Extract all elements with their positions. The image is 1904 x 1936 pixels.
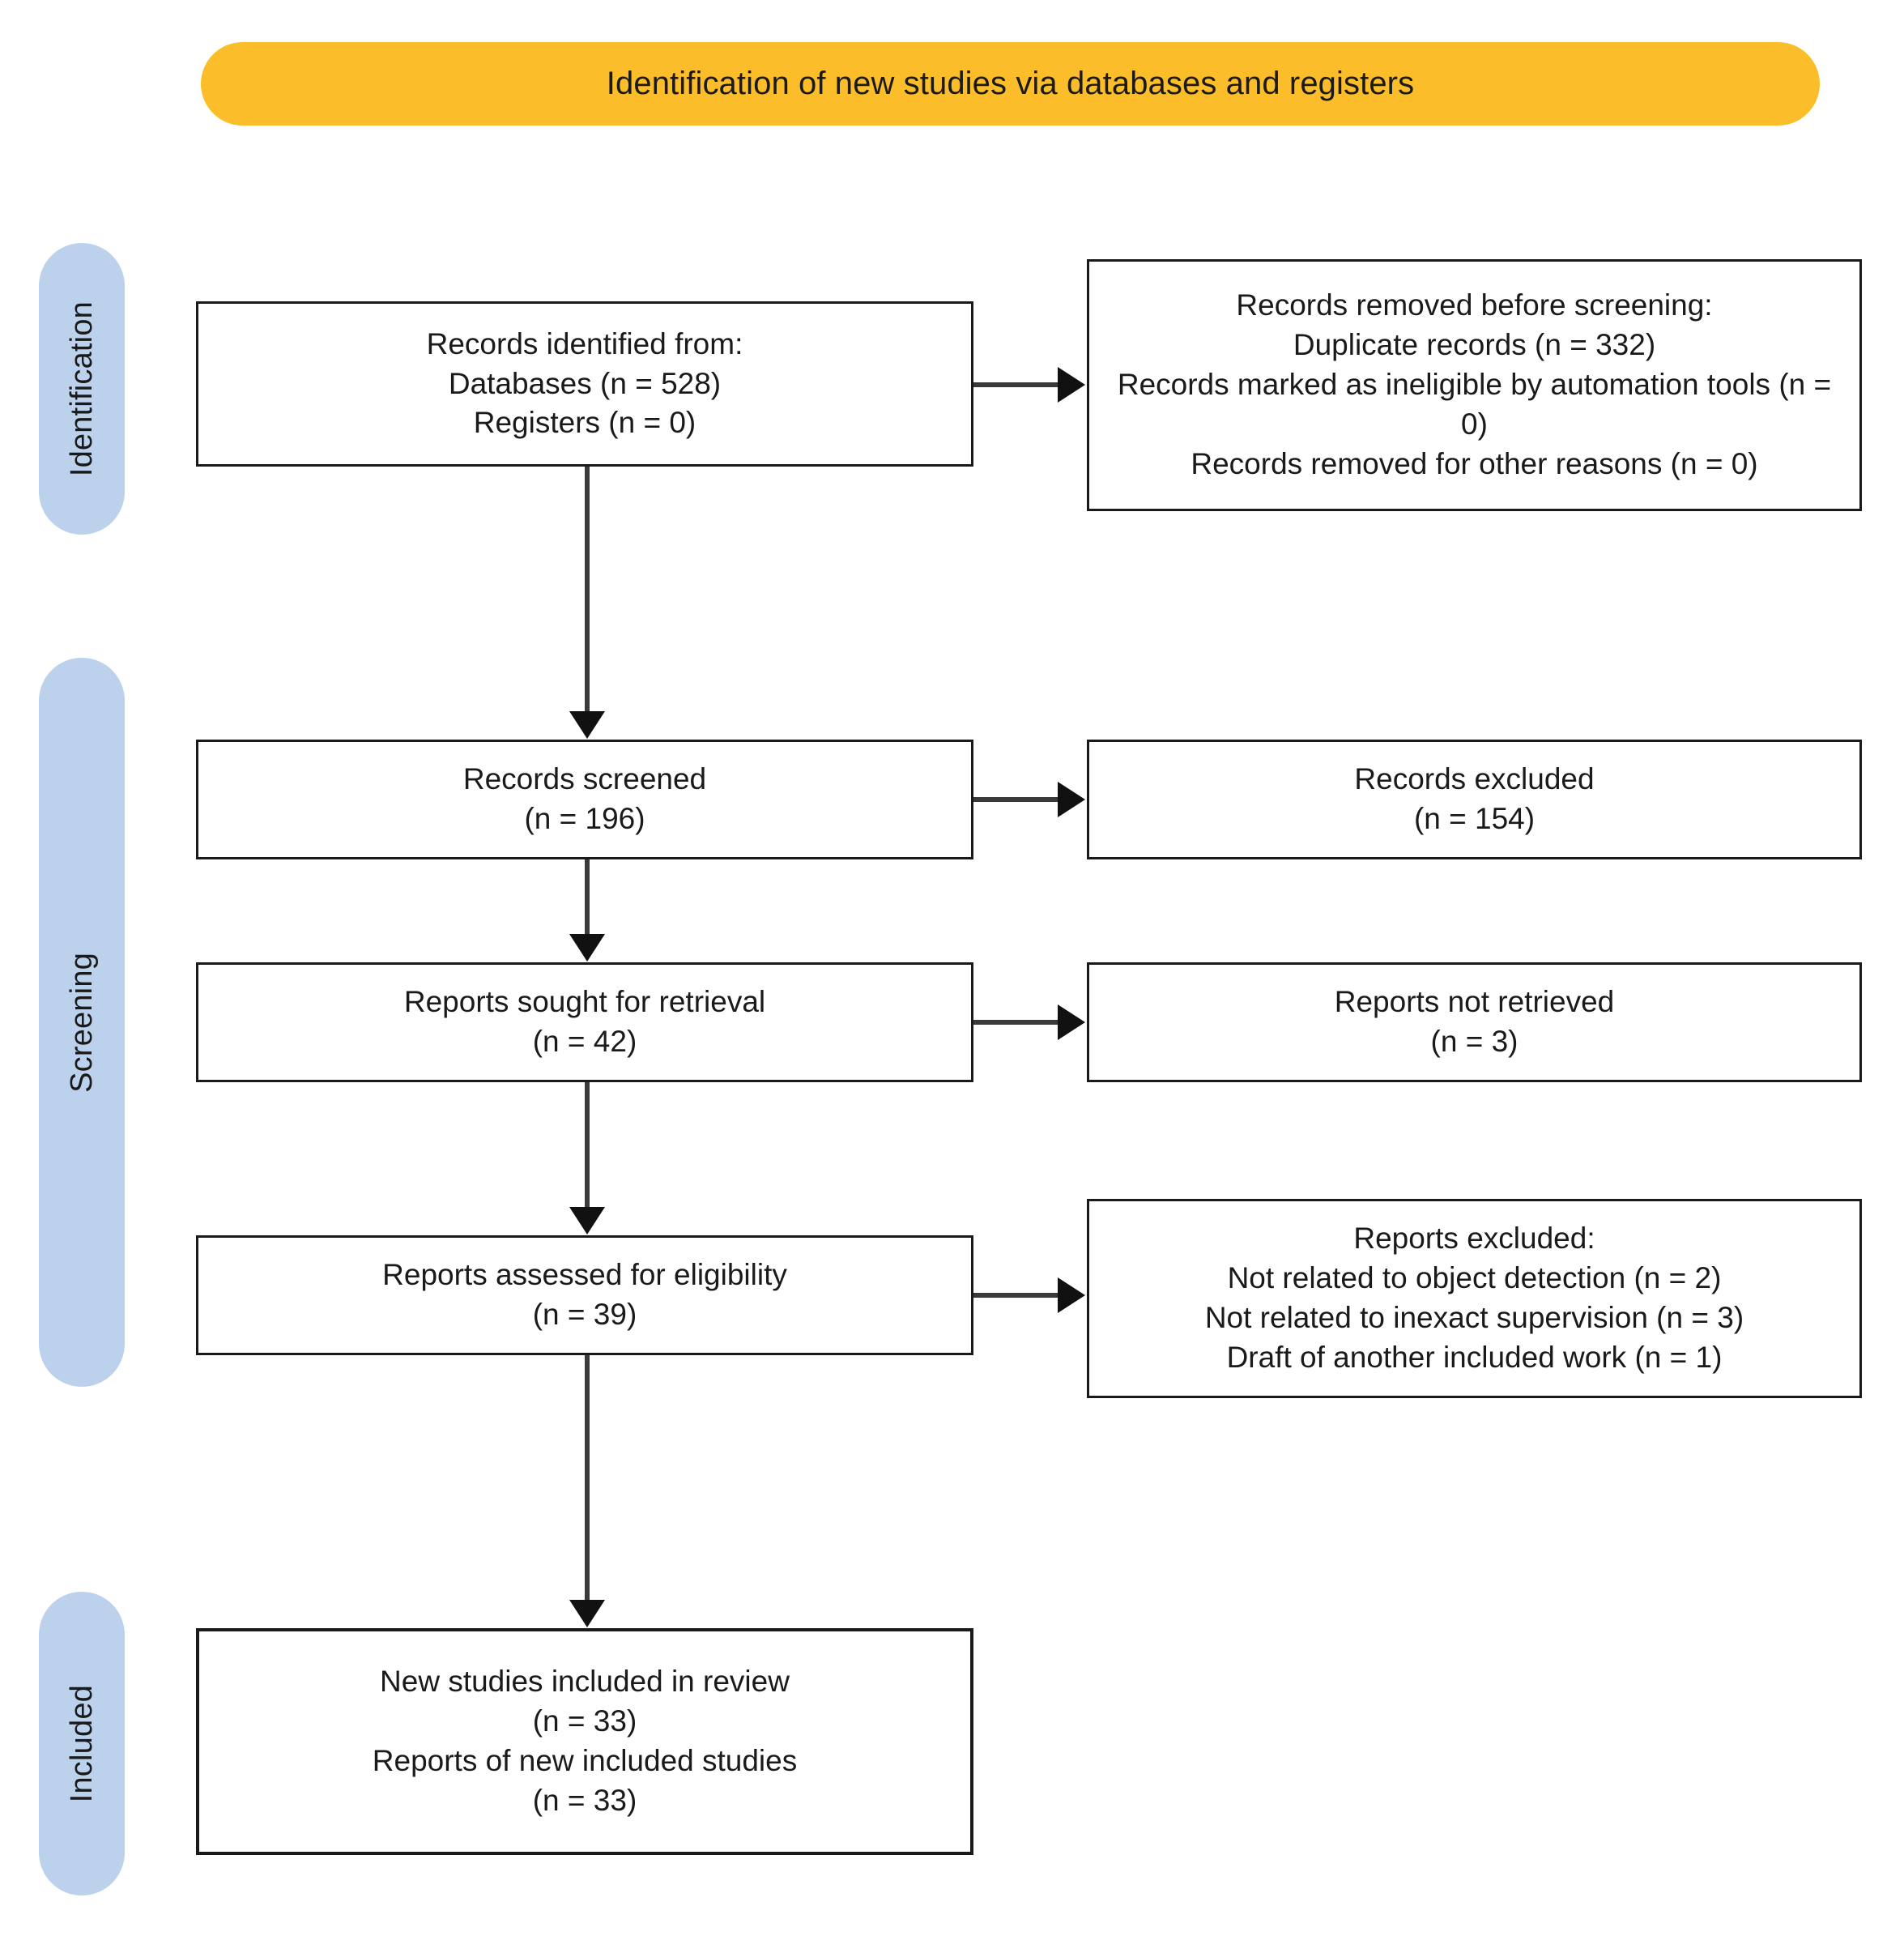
- box-records-identified: Records identified from: Databases (n = …: [196, 301, 973, 467]
- box-line: Reports sought for retrieval: [403, 985, 766, 1019]
- arrow-down-icon: [569, 1600, 605, 1627]
- stage-label-screening: Screening: [39, 658, 125, 1387]
- box-line: Reports assessed for eligibility: [382, 1258, 787, 1292]
- header-banner: Identification of new studies via databa…: [201, 42, 1820, 126]
- stage-label-included-text: Included: [64, 1684, 99, 1803]
- box-line: Records removed for other reasons (n = 0…: [1191, 446, 1758, 480]
- box-line: (n = 3): [1430, 1025, 1519, 1058]
- box-line: Reports not retrieved: [1334, 985, 1615, 1019]
- box-reports-sought-for-retrieval: Reports sought for retrieval (n = 42): [196, 962, 973, 1082]
- arrow-down-icon: [569, 934, 605, 962]
- stage-label-screening-text: Screening: [64, 952, 99, 1093]
- box-line: (n = 154): [1413, 802, 1536, 835]
- box-reports-not-retrieved: Reports not retrieved (n = 3): [1087, 962, 1862, 1082]
- box-line: Draft of another included work (n = 1): [1226, 1340, 1723, 1374]
- box-line: (n = 196): [524, 802, 645, 835]
- connector-screened-to-excluded: [973, 797, 1063, 802]
- box-line: (n = 42): [532, 1025, 637, 1058]
- stage-label-identification-text: Identification: [64, 301, 99, 477]
- box-records-removed-before-screening: Records removed before screening: Duplic…: [1087, 259, 1862, 511]
- box-reports-excluded: Reports excluded: Not related to object …: [1087, 1199, 1862, 1398]
- connector-screened-to-sought: [585, 859, 590, 938]
- box-line: Records identified from:: [426, 326, 743, 360]
- arrow-right-icon: [1058, 782, 1085, 817]
- connector-assessed-to-reports-excluded: [973, 1293, 1063, 1298]
- box-line: (n = 33): [532, 1783, 637, 1817]
- box-line: Not related to object detection (n = 2): [1227, 1261, 1722, 1295]
- box-new-studies-included: New studies included in review (n = 33) …: [196, 1628, 973, 1855]
- box-line: Databases (n = 528): [448, 366, 722, 400]
- stage-label-identification: Identification: [39, 243, 125, 535]
- box-line: New studies included in review: [380, 1665, 790, 1699]
- header-title: Identification of new studies via databa…: [606, 66, 1415, 101]
- connector-sought-to-not-retrieved: [973, 1020, 1063, 1025]
- box-line: Registers (n = 0): [473, 406, 696, 440]
- box-line: Records excluded: [1354, 762, 1595, 796]
- box-line: Records marked as ineligible by automati…: [1117, 368, 1832, 441]
- box-line: Duplicate records (n = 332): [1293, 328, 1656, 362]
- box-line: (n = 39): [532, 1298, 637, 1331]
- box-line: Reports of new included studies: [372, 1744, 798, 1777]
- connector-identified-to-screened: [585, 467, 590, 715]
- box-reports-assessed-for-eligibility: Reports assessed for eligibility (n = 39…: [196, 1235, 973, 1355]
- connector-sought-to-assessed: [585, 1082, 590, 1211]
- box-line: Records screened: [462, 762, 707, 796]
- stage-label-included: Included: [39, 1592, 125, 1895]
- connector-assessed-to-included: [585, 1355, 590, 1604]
- box-line: (n = 33): [532, 1704, 637, 1738]
- arrow-right-icon: [1058, 1277, 1085, 1313]
- box-line: Records removed before screening:: [1236, 288, 1713, 322]
- box-records-excluded: Records excluded (n = 154): [1087, 740, 1862, 859]
- arrow-down-icon: [569, 1207, 605, 1235]
- arrow-right-icon: [1058, 367, 1085, 403]
- arrow-right-icon: [1058, 1004, 1085, 1040]
- box-line: Reports excluded:: [1353, 1222, 1595, 1256]
- box-line: Not related to inexact supervision (n = …: [1204, 1301, 1744, 1334]
- arrow-down-icon: [569, 711, 605, 739]
- connector-identified-to-removed: [973, 382, 1063, 387]
- box-records-screened: Records screened (n = 196): [196, 740, 973, 859]
